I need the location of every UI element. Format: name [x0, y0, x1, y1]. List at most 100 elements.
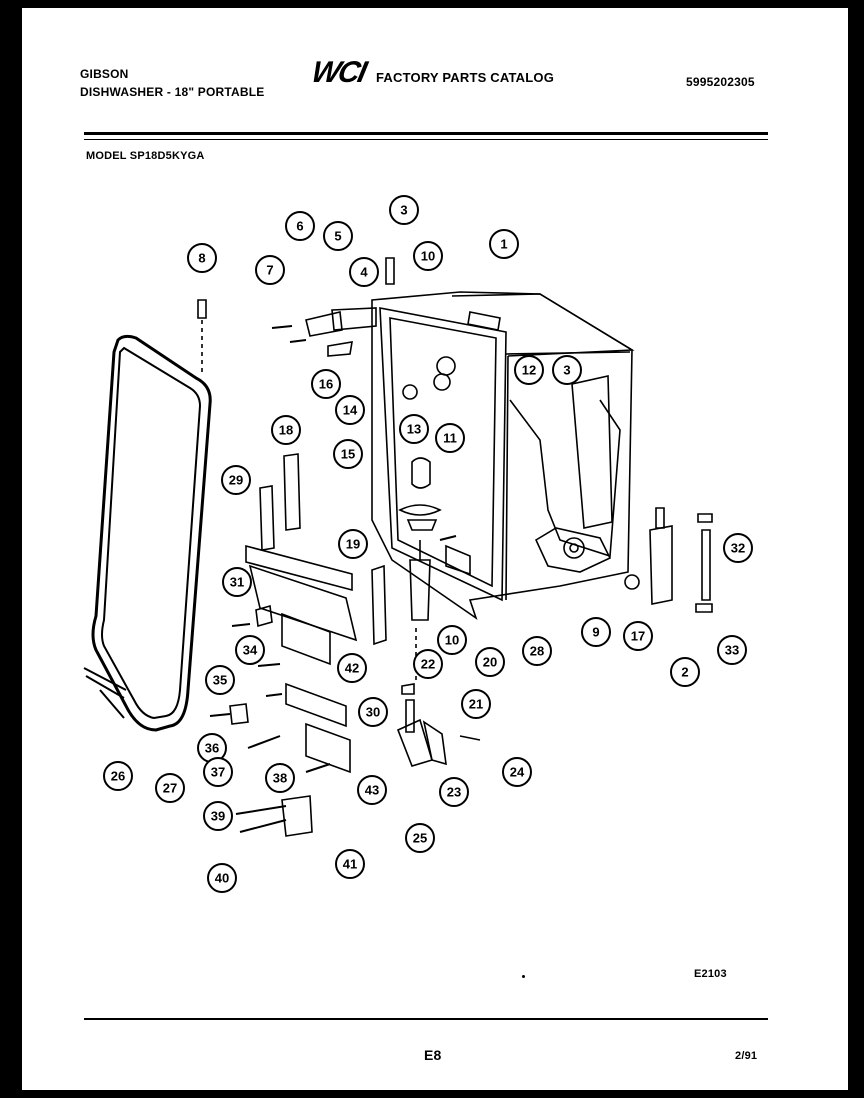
callout-label: 40 [215, 871, 229, 886]
callout-bubble [285, 211, 315, 241]
callout-label: 28 [530, 644, 544, 659]
callout-label: 9 [592, 625, 599, 640]
handle-bar [285, 682, 347, 728]
callout-bubble [437, 625, 467, 655]
callout-23: 23 [439, 777, 469, 807]
callout-label: 19 [346, 537, 360, 552]
tub-outline [371, 291, 633, 621]
callout-bubble [723, 533, 753, 563]
pump-bracket [422, 720, 447, 766]
callout-43: 43 [357, 775, 387, 805]
callout-label: 36 [205, 741, 219, 756]
callout-34: 34 [235, 635, 265, 665]
callout-18: 18 [271, 415, 301, 445]
tub-inner-panel [389, 317, 497, 588]
callout-label: 38 [273, 771, 287, 786]
callout-bubble [311, 369, 341, 399]
tub-edge [505, 351, 631, 601]
spray-arm-base [406, 519, 438, 531]
tub-top [451, 293, 635, 357]
callout-13: 13 [399, 414, 429, 444]
callout-bubble [623, 621, 653, 651]
callout-bubble [502, 757, 532, 787]
callout-bubble [205, 665, 235, 695]
callout-10: 10 [437, 625, 467, 655]
page-date: 2/91 [735, 1050, 758, 1062]
callout-19: 19 [338, 529, 368, 559]
callout-30: 30 [358, 697, 388, 727]
callout-label: 11 [443, 431, 457, 446]
callout-26: 26 [103, 761, 133, 791]
callouts-layer: 1233456789101011121314151617181920212223… [103, 195, 753, 893]
callout-1: 1 [489, 229, 519, 259]
callout-bubble [265, 763, 295, 793]
hinge-plate [331, 307, 377, 331]
callout-label: 15 [341, 447, 355, 462]
model-label: MODEL SP18D5KYGA [86, 150, 205, 162]
callout-label: 3 [400, 203, 407, 218]
side-panel-2 [649, 525, 673, 605]
callout-bubble [358, 697, 388, 727]
callout-16: 16 [311, 369, 341, 399]
callout-bubble [335, 849, 365, 879]
callout-label: 14 [343, 403, 358, 418]
callout-label: 5 [334, 229, 341, 244]
callout-bubble [103, 761, 133, 791]
callout-bubble [670, 657, 700, 687]
callout-bubble [357, 775, 387, 805]
callout-label: 10 [421, 249, 435, 264]
tub-vent [467, 311, 501, 331]
callout-20: 20 [475, 647, 505, 677]
callout-42: 42 [337, 653, 367, 683]
small-clip [327, 341, 353, 357]
callout-label: 29 [229, 473, 243, 488]
part-8-screw [197, 299, 207, 319]
callout-label: 27 [163, 781, 177, 796]
catalog-number: 5995202305 [686, 75, 755, 89]
rod-cap-bottom [695, 603, 713, 613]
small-latch [255, 604, 273, 628]
callout-37: 37 [203, 757, 233, 787]
callout-bubble [489, 229, 519, 259]
gasket-ring-inner [569, 543, 579, 553]
callout-bubble [435, 423, 465, 453]
door-rail [371, 564, 387, 646]
callout-bubble [338, 529, 368, 559]
door-brace [245, 544, 353, 592]
callout-bubble [405, 823, 435, 853]
callout-label: 35 [213, 673, 227, 688]
callout-bubble [349, 257, 379, 287]
callout-label: 26 [111, 769, 125, 784]
callout-label: 8 [198, 251, 205, 266]
callout-label: 33 [725, 643, 739, 658]
side-strip [259, 485, 275, 551]
screws [209, 325, 457, 833]
callout-label: 21 [469, 697, 483, 712]
callout-31: 31 [222, 567, 252, 597]
callout-8: 8 [187, 243, 217, 273]
switch-block [281, 795, 313, 837]
callout-35: 35 [205, 665, 235, 695]
door-gasket-outer [91, 334, 212, 732]
callout-28: 28 [522, 636, 552, 666]
callout-label: 34 [243, 643, 258, 658]
small-seal [401, 683, 415, 695]
callout-29: 29 [221, 465, 251, 495]
callout-bubble [271, 415, 301, 445]
footer-rule [84, 1018, 768, 1020]
callout-bubble [222, 567, 252, 597]
callout-bubble [389, 195, 419, 225]
door-panel [248, 564, 358, 642]
callout-label: 4 [360, 265, 368, 280]
callout-38: 38 [265, 763, 295, 793]
small-bracket [445, 544, 471, 576]
catalog-title: FACTORY PARTS CATALOG [376, 70, 555, 85]
callout-bubble [413, 241, 443, 271]
callout-36: 36 [197, 733, 227, 763]
callout-bubble [235, 635, 265, 665]
callout-label: 39 [211, 809, 225, 824]
callout-14: 14 [335, 395, 365, 425]
callout-label: 7 [266, 263, 273, 278]
callout-label: 43 [365, 783, 379, 798]
diagram-code: E2103 [694, 968, 727, 980]
